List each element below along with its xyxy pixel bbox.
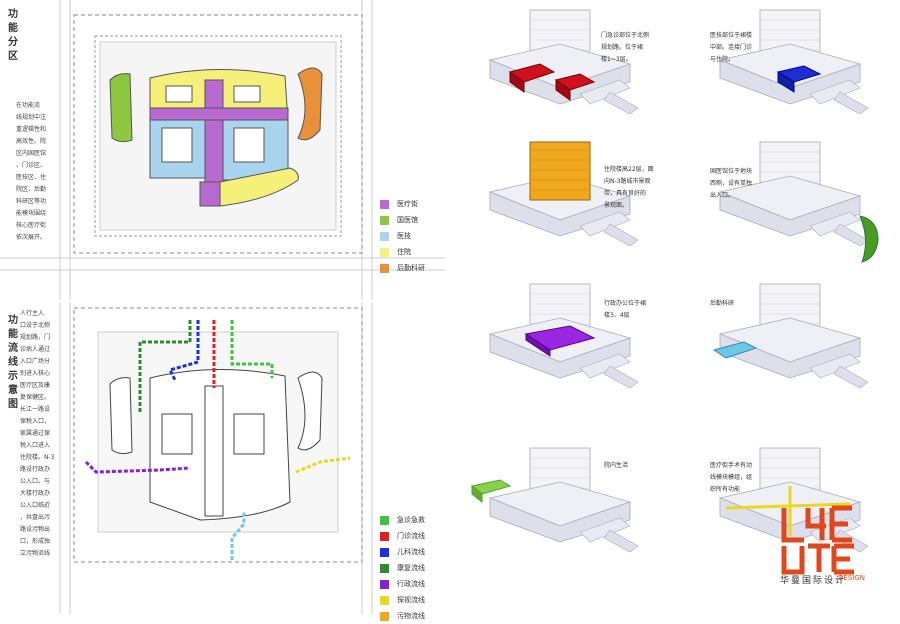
legend-label: 探视流线	[397, 596, 425, 604]
circulation-title: 功 能 流 线 示 意 图	[8, 315, 18, 410]
legend-swatch	[380, 199, 389, 209]
note-tcm: 国医馆位于地块 西侧，设有单独 出入口。	[710, 168, 753, 199]
legend-swatch	[380, 247, 389, 257]
circulation-panel: 功 能 流 线 示 意 图 人行主入 口设于北侧 规划路，门 诊病人通过 入口广…	[0, 302, 445, 621]
circulation-legend-item: 儿科流线	[380, 544, 425, 560]
legend-swatch	[380, 579, 389, 589]
legend-label: 住院	[397, 248, 411, 256]
note-medtech: 医技部位于裙楼 中部。连接门诊 与住院。	[710, 32, 753, 63]
legend-swatch	[380, 611, 389, 621]
zoning-panel: 功 能 分 区 在功能流 线规划中注 重逻辑性和 高效性。院 区内国医馆 、门诊…	[0, 0, 445, 300]
zoning-legend-item: 后勤科研	[380, 260, 425, 276]
note-inpatient: 住院楼高22层，面 向N-3路城市景观 带，具有良好的 景观面。	[604, 166, 654, 209]
axo-admin	[489, 283, 639, 389]
zoning-legend-item: 国医馆	[380, 212, 425, 228]
legend-swatch	[380, 547, 389, 557]
circulation-legend-item: 污物流线	[380, 608, 425, 624]
axo-tcm	[719, 141, 879, 263]
circulation-legend-item: 康复流线	[380, 560, 425, 576]
zoning-site-plan	[0, 0, 445, 300]
zoning-legend: 医疗街 国医馆 医技 住院 后勤科研	[380, 196, 425, 276]
legend-label: 国医馆	[397, 216, 418, 224]
axo-research	[712, 283, 869, 389]
legend-swatch	[380, 215, 389, 225]
zoning-legend-item: 医疗街	[380, 196, 425, 212]
legend-label: 医技	[397, 232, 411, 240]
legend-swatch	[380, 563, 389, 573]
legend-label: 儿科流线	[397, 548, 425, 556]
company-logo: DESIGN	[781, 505, 865, 582]
circulation-legend: 急诊急救 门诊流线 儿科流线 康复流线 行政流线 探视流线 污物流线	[380, 512, 425, 624]
circulation-site-plan	[59, 302, 373, 614]
legend-swatch	[380, 531, 389, 541]
axonometric-grid	[470, 9, 879, 553]
company-name: 华曼国际设计	[780, 576, 847, 586]
note-research: 后勤科研	[710, 300, 735, 307]
legend-swatch	[380, 595, 389, 605]
axo-medtech	[719, 9, 869, 115]
legend-swatch	[380, 231, 389, 241]
zoning-description: 在功能流 线规划中注 重逻辑性和 高效性。院 区内国医馆 、门诊区、 医技区、住…	[16, 102, 47, 241]
legend-label: 门诊流线	[397, 532, 425, 540]
note-admin: 行政办公位于裙 楼3、4层	[604, 300, 647, 319]
zoning-title: 功 能 分 区	[8, 9, 18, 62]
legend-label: 医疗街	[397, 200, 418, 208]
logo-design-text: DESIGN	[838, 574, 865, 582]
legend-label: 污物流线	[397, 612, 425, 620]
legend-label: 康复流线	[397, 564, 425, 572]
circulation-description: 人行主入 口设于北侧 规划路，门 诊病人通过 入口广场分 别进入核心 医疗区及康…	[20, 310, 55, 557]
zoning-legend-item: 医技	[380, 228, 425, 244]
circulation-legend-item: 门诊流线	[380, 528, 425, 544]
circulation-legend-item: 探视流线	[380, 592, 425, 608]
axo-inpatient	[489, 141, 639, 247]
circulation-legend-item: 急诊急救	[380, 512, 425, 528]
note-medical-street: 医疗街手术有动 线模块模组，组 织所有功能	[710, 462, 753, 493]
legend-swatch	[380, 515, 389, 525]
axo-medical-street	[719, 447, 869, 553]
axo-outpatient	[489, 9, 639, 115]
note-outpatient: 门急诊部位于北侧 规划路。位于裙 楼1~3层。	[601, 32, 650, 63]
note-life: 院内生活	[604, 462, 629, 469]
legend-label: 行政流线	[397, 580, 425, 588]
zoning-legend-item: 住院	[380, 244, 425, 260]
circulation-legend-item: 行政流线	[380, 576, 425, 592]
legend-swatch	[380, 263, 389, 273]
legend-label: 急诊急救	[397, 516, 425, 524]
axo-life	[470, 447, 639, 553]
legend-label: 后勤科研	[397, 264, 425, 272]
